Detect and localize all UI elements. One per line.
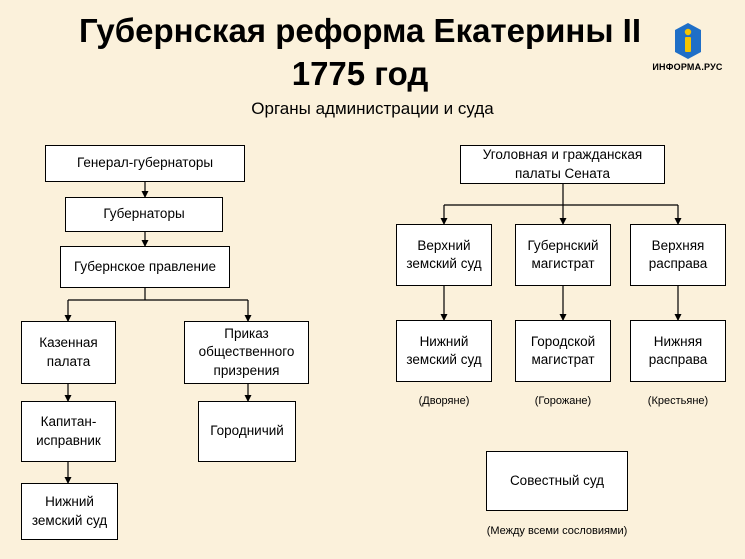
logo-text: ИНФОРМА.РУС <box>652 62 723 72</box>
page-subtitle: Органы администрации и суда <box>251 99 494 118</box>
senate-chambers-box: Уголовная и гражданская палаты Сената <box>460 145 665 184</box>
info-icon <box>674 23 701 59</box>
provincial-magistrate-box: Губернский магистрат <box>515 224 611 286</box>
lower-rasprava-box: Нижняя расправа <box>630 320 726 382</box>
captain-ispravnik-box: Капитан- исправник <box>21 401 116 462</box>
city-magistrate-box: Городской магистрат <box>515 320 611 382</box>
provincial-board-box: Губернское правление <box>60 246 230 288</box>
public-charity-box: Приказ общественного призрения <box>184 321 309 384</box>
page-title-line2: 1775 год <box>291 55 429 92</box>
lower-zemsky-court-box: Нижний земский суд <box>396 320 492 382</box>
note-nobles: (Дворяне) <box>418 395 470 407</box>
note-townspeople: (Горожане) <box>534 395 592 407</box>
treasury-chamber-box: Казенная палата <box>21 321 116 384</box>
note-all-estates: (Между всеми сословиями) <box>486 525 628 537</box>
page-title-line1: Губернская реформа Екатерины II <box>78 12 642 49</box>
upper-zemsky-court-box: Верхний земский суд <box>396 224 492 286</box>
note-peasants: (Крестьяне) <box>647 395 709 407</box>
upper-rasprava-box: Верхняя расправа <box>630 224 726 286</box>
lower-zemsky-court-admin-box: Нижний земский суд <box>21 483 118 540</box>
gorodnichy-box: Городничий <box>198 401 296 462</box>
logo: ИНФОРМА.РУС <box>640 22 735 72</box>
general-governors-box: Генерал-губернаторы <box>45 145 245 182</box>
governors-box: Губернаторы <box>65 197 223 232</box>
conscience-court-box: Совестный суд <box>486 451 628 511</box>
